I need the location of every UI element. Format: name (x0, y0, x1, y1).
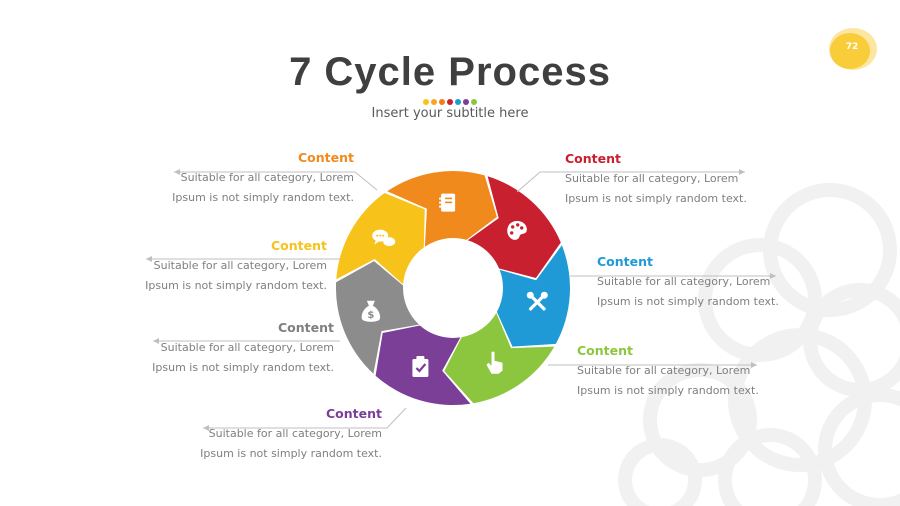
title-dots (423, 99, 477, 105)
content-heading: Content (597, 254, 653, 269)
page-number: 72 (845, 42, 859, 52)
arrow-head-icon (153, 338, 159, 344)
content-text: Ipsum is not simply random text. (577, 384, 759, 397)
content-heading: Content (278, 320, 334, 335)
content-block-7: Content Suitable for all category, Lorem… (143, 236, 327, 296)
money-bag-icon: $ (361, 300, 381, 322)
content-text: Suitable for all category, Lorem (597, 275, 771, 288)
title-dot (471, 99, 477, 105)
content-heading: Content (565, 151, 621, 166)
connectors (146, 169, 776, 431)
palette-icon (507, 220, 527, 240)
content-text: Ipsum is not simply random text. (565, 192, 747, 205)
content-text: Suitable for all category, Lorem (208, 427, 382, 440)
connector-line (203, 407, 407, 429)
hand-pointer-icon (486, 351, 503, 374)
content-text: Ipsum is not simply random text. (145, 279, 327, 292)
clipboard-check-icon (412, 356, 429, 377)
arrow-head-icon (770, 273, 776, 279)
title-dot (447, 99, 453, 105)
content-text: Suitable for all category, Lorem (577, 364, 751, 377)
notebook-icon (439, 193, 456, 212)
chat-bubbles-icon (372, 229, 396, 247)
arrow-head-icon (146, 256, 152, 262)
content-block-6: Content Suitable for all category, Lorem… (150, 318, 334, 378)
arrow-head-icon (203, 425, 209, 431)
content-text: Ipsum is not simply random text. (200, 447, 382, 460)
connector-line (174, 171, 378, 191)
arrow-head-icon (739, 169, 745, 175)
content-block-3: Content Suitable for all category, Lorem… (597, 252, 797, 312)
content-text: Ipsum is not simply random text. (172, 191, 354, 204)
content-heading: Content (271, 238, 327, 253)
arrow-head-icon (751, 362, 757, 368)
title-dot (431, 99, 437, 105)
title-dot (439, 99, 445, 105)
cycle-segment (444, 313, 555, 404)
content-block-1: Content Suitable for all category, Lorem… (170, 148, 354, 208)
title-dot (455, 99, 461, 105)
content-text: Suitable for all category, Lorem (160, 341, 334, 354)
svg-text:$: $ (367, 310, 374, 321)
content-text: Suitable for all category, Lorem (153, 259, 327, 272)
content-text: Suitable for all category, Lorem (565, 172, 739, 185)
content-heading: Content (298, 150, 354, 165)
title-dot (463, 99, 469, 105)
content-text: Ipsum is not simply random text. (597, 295, 779, 308)
arrow-head-icon (174, 169, 180, 175)
content-block-5: Content Suitable for all category, Lorem… (198, 404, 382, 464)
content-text: Suitable for all category, Lorem (180, 171, 354, 184)
tools-icon (526, 291, 548, 311)
content-block-4: Content Suitable for all category, Lorem… (577, 341, 777, 401)
connector-line (516, 171, 745, 193)
content-text: Ipsum is not simply random text. (152, 361, 334, 374)
title-dot (423, 99, 429, 105)
content-heading: Content (577, 343, 633, 358)
content-heading: Content (326, 406, 382, 421)
content-block-2: Content Suitable for all category, Lorem… (565, 149, 765, 209)
page-number-badge (829, 28, 877, 70)
slide-title: 7 Cycle Process (289, 50, 611, 94)
slide-subtitle: Insert your subtitle here (371, 106, 529, 121)
